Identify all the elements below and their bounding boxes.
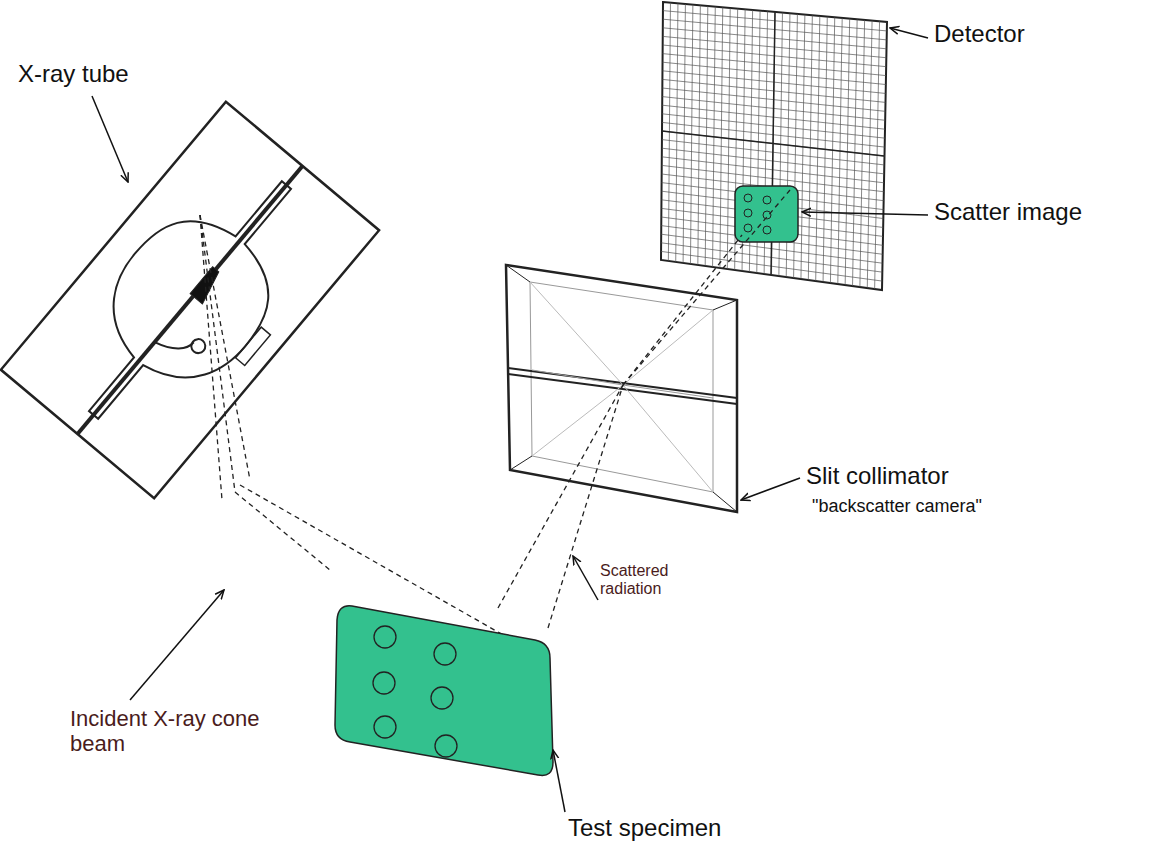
slit-collimator xyxy=(506,265,737,512)
beam-label: Scattered radiation xyxy=(600,562,695,599)
part-label: Test specimen xyxy=(568,814,721,842)
part-label: Detector xyxy=(934,20,1025,48)
part-label: Slit collimator xyxy=(806,462,949,490)
part-subtitle: "backscatter camera" xyxy=(812,496,982,517)
leader-arrows xyxy=(92,28,928,812)
scatter-image xyxy=(735,186,798,242)
beam-label: Incident X-ray cone beam xyxy=(70,706,270,757)
x-ray-tube xyxy=(1,102,379,499)
scatter-rays xyxy=(498,190,790,628)
part-label: X-ray tube xyxy=(18,60,129,88)
part-label: Scatter image xyxy=(934,198,1082,226)
detector-grid xyxy=(661,2,887,290)
test-specimen xyxy=(335,606,553,776)
cone-beam xyxy=(200,215,512,640)
